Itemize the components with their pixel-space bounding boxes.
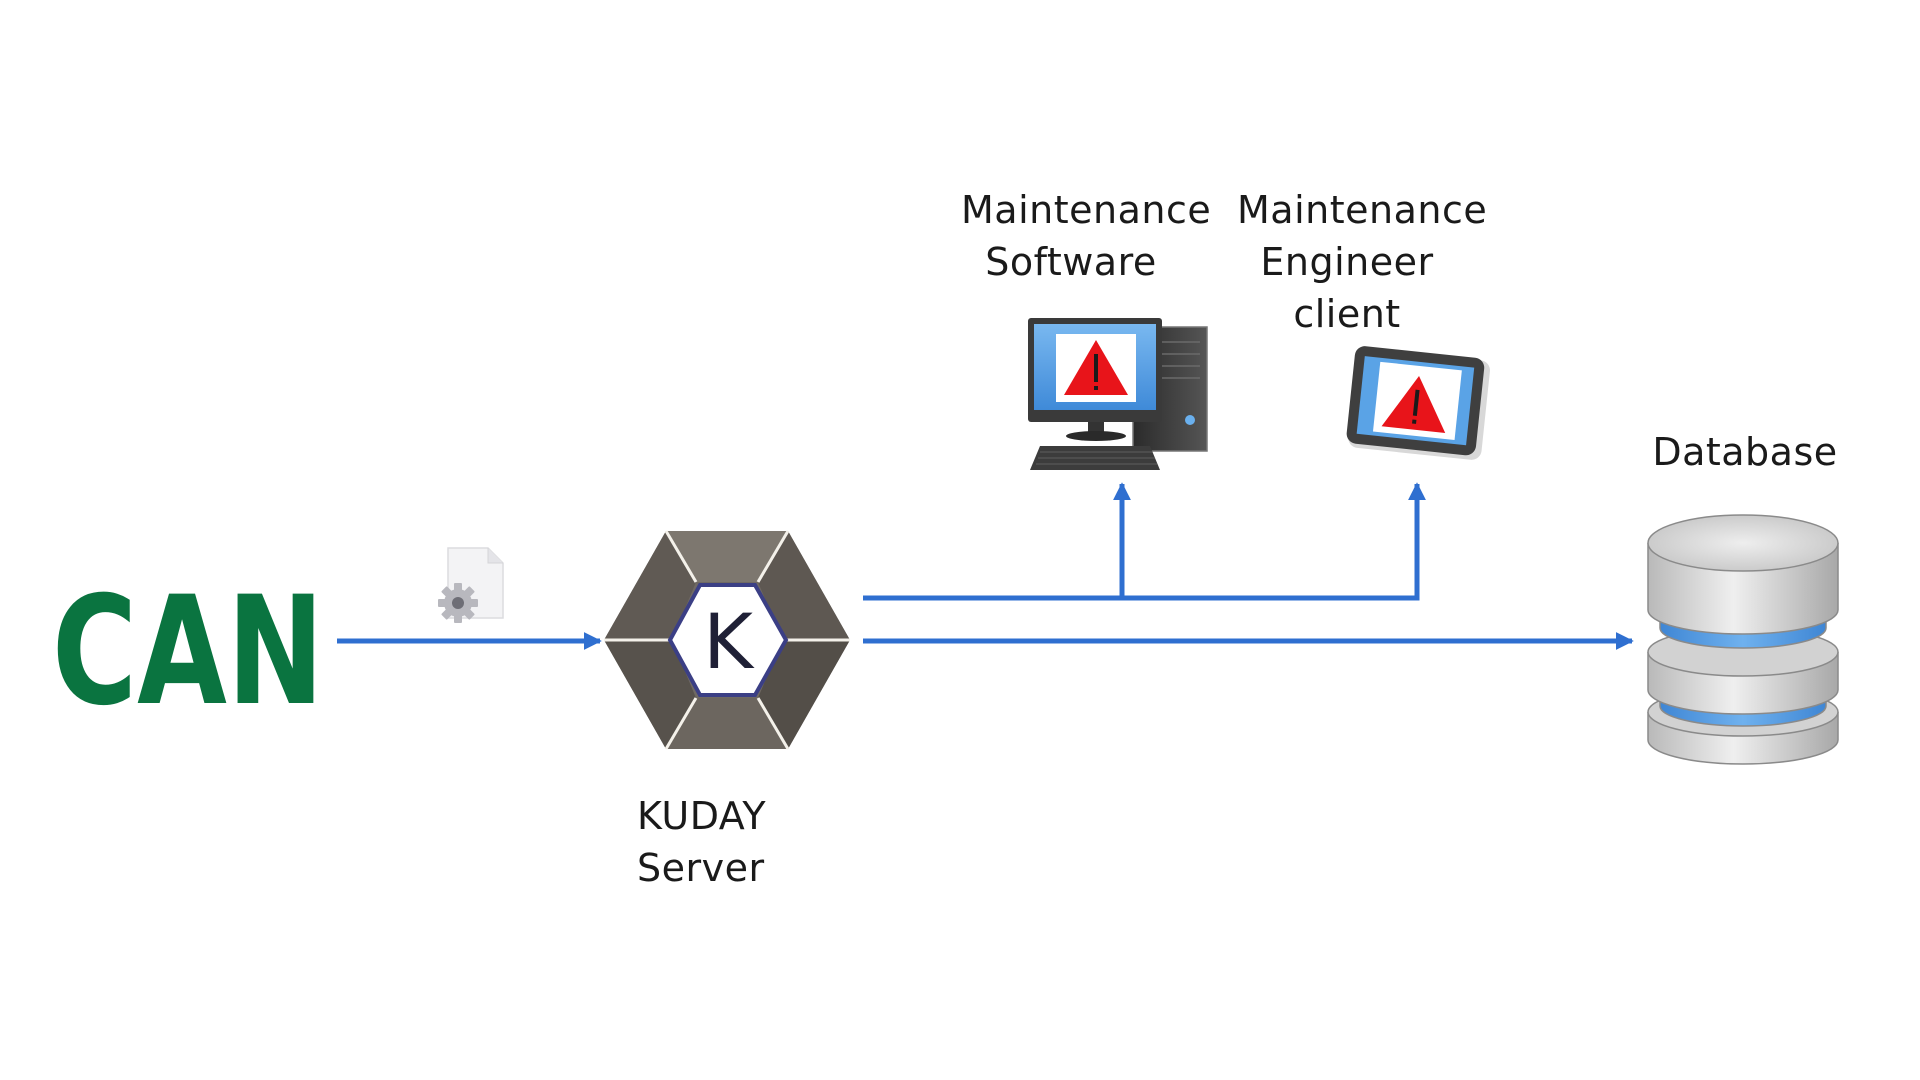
engineer-client-label-line-3: client — [1293, 292, 1401, 336]
database-label-line-1: Database — [1652, 430, 1838, 474]
database-label: Database — [1645, 426, 1845, 478]
desktop-computer-icon — [1028, 318, 1208, 470]
tablet-icon — [1346, 346, 1490, 460]
engineer-client-label-line-1: Maintenance — [1237, 188, 1488, 232]
kuday-inner-hexagon — [667, 583, 789, 697]
alert-icon-tablet — [1381, 375, 1446, 433]
maintenance-software-label-line-1: Maintenance — [961, 188, 1212, 232]
kuday-server-label: KUDAY Server — [637, 790, 837, 894]
can-logo-text: CAN — [52, 565, 324, 739]
maintenance-software-label-line-2: Software — [985, 240, 1157, 284]
maintenance-software-label: Maintenance Software — [961, 184, 1212, 288]
database-icon — [1647, 514, 1839, 765]
gear-icon — [438, 583, 478, 623]
kuday-logo-letter: K — [703, 597, 755, 686]
engineer-client-label: Maintenance Engineer client — [1237, 184, 1488, 340]
kuday-logo: K — [604, 530, 850, 750]
kuday-label-line-1: KUDAY — [637, 794, 767, 838]
kuday-label-line-2: Server — [637, 846, 765, 890]
connectors — [337, 482, 1634, 650]
alert-icon-desktop — [1064, 340, 1128, 395]
can-logo: CAN — [52, 565, 324, 739]
engineer-client-label-line-2: Engineer — [1260, 240, 1434, 284]
branch-line — [863, 482, 1426, 601]
config-file-icon — [438, 547, 504, 623]
